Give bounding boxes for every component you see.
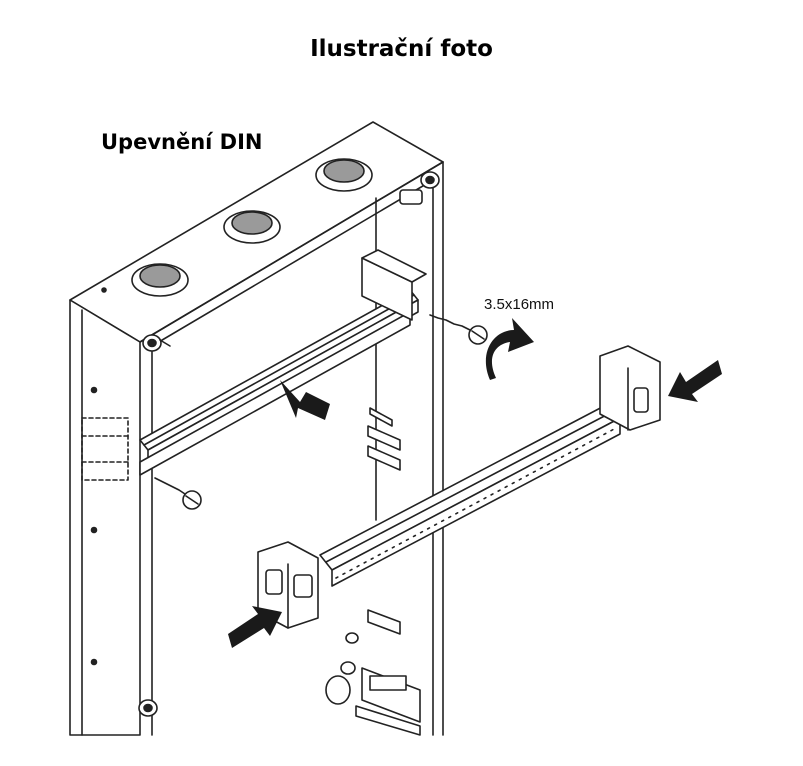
cable-gland-3 [315,158,373,192]
corner-screw-top-left [142,334,171,352]
center-clips [367,407,401,471]
corner-screw-top-right [399,171,440,205]
screw-right [429,314,488,345]
section-label: Upevnění DIN [101,130,263,154]
screw-size-label: 3.5x16mm [484,296,555,313]
cable-gland-1 [131,263,189,297]
corner-screw-bottom-left [138,699,158,717]
page-title: Ilustrační foto [310,36,493,62]
din-rail-installing [257,345,661,629]
lower-components [325,609,421,736]
screw-left [154,477,202,510]
din-rail-mounted [139,249,427,476]
cable-gland-2 [223,210,281,244]
dashed-bracket-left [81,417,129,481]
arrow-right-bracket [668,360,722,402]
arrow-upper-rail [280,380,330,420]
arrow-rotate-screw [485,318,534,380]
arrow-left-bracket [228,606,282,648]
